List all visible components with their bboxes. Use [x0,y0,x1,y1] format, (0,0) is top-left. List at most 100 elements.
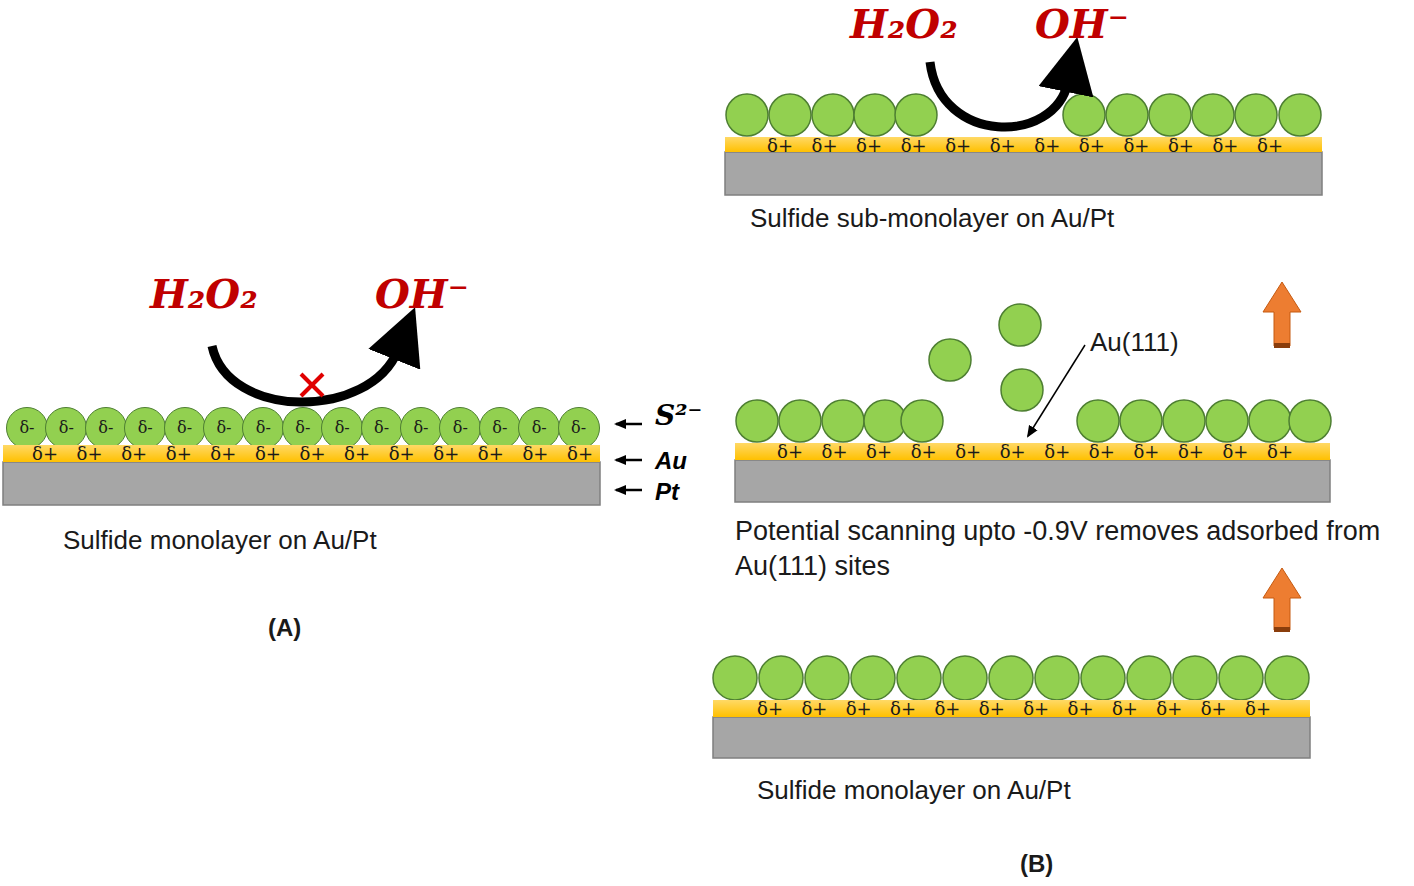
partial-charge-plus: δ+ [344,443,370,465]
sulfide-atom: δ- [518,407,560,449]
partial-charge: δ- [216,418,231,437]
layer-label: S²⁻ [655,398,702,434]
sulfide-atom: δ- [6,407,48,449]
partial-charge-plus: δ+ [77,443,103,465]
partial-charge-plus: δ+ [121,443,147,465]
partial-charge-plus: δ+ [866,441,892,463]
reactant-formula: H₂O₂ [150,268,258,320]
partial-charge-plus: δ+ [757,698,783,720]
partial-charge-plus: δ+ [1212,135,1238,157]
layer-label: Pt [655,476,679,507]
process-note: Potential scanning upto -0.9V removes ad… [735,514,1414,584]
partial-charge-plus: δ+ [812,135,838,157]
partial-charge-plus: δ+ [1123,135,1149,157]
partial-charge: δ- [98,418,113,437]
partial-charge-plus: δ+ [955,441,981,463]
partial-charge-plus: δ+ [1044,441,1070,463]
sulfide-atom: δ- [558,407,600,449]
site-label: Au(111) [1090,326,1179,360]
partial-charge-plus: δ+ [1156,698,1182,720]
gold-layer: δ+δ+δ+δ+δ+δ+δ+δ+δ+δ+δ+δ+ [735,443,1330,460]
sulfide-atoms [713,94,1331,700]
partial-charge-plus: δ+ [1112,698,1138,720]
panel-caption: Sulfide monolayer on Au/Pt [757,774,1071,808]
product-formula: OH⁻ [1035,0,1129,50]
partial-charge-plus: δ+ [846,698,872,720]
partial-charge-plus: δ+ [1079,135,1105,157]
pt-substrate [3,152,1330,758]
partial-charge-plus: δ+ [389,443,415,465]
panel-caption: Sulfide sub-monolayer on Au/Pt [750,202,1114,236]
partial-charge-plus: δ+ [1257,135,1283,157]
partial-charge-plus: δ+ [1222,441,1248,463]
gold-layer: δ+δ+δ+δ+δ+δ+δ+δ+δ+δ+δ+δ+ [725,137,1322,152]
partial-charge: δ- [138,418,153,437]
sulfide-atom: δ- [400,407,442,449]
partial-charge-plus: δ+ [856,135,882,157]
sulfide-atom: δ- [242,407,284,449]
partial-charge-plus: δ+ [1000,441,1026,463]
sulfide-atom: δ- [282,407,324,449]
partial-charge-plus: δ+ [1168,135,1194,157]
partial-charge-plus: δ+ [911,441,937,463]
sulfide-atom: δ- [321,407,363,449]
partial-charge-plus: δ+ [478,443,504,465]
gold-layer: δ+δ+δ+δ+δ+δ+δ+δ+δ+δ+δ+δ+δ+ [3,445,600,462]
partial-charge-plus: δ+ [890,698,916,720]
partial-charge: δ- [177,418,192,437]
sulfide-atom: δ- [439,407,481,449]
partial-charge-plus: δ+ [1068,698,1094,720]
partial-charge-plus: δ+ [1034,135,1060,157]
partial-charge: δ- [19,418,34,437]
partial-charge-plus: δ+ [767,135,793,157]
leader-line [1028,345,1085,436]
partial-charge: δ- [413,418,428,437]
partial-charge-plus: δ+ [32,443,58,465]
sulfide-atom: δ- [85,407,127,449]
partial-charge-plus: δ+ [255,443,281,465]
panel-letter: (A) [268,612,301,643]
partial-charge-plus: δ+ [433,443,459,465]
partial-charge-plus: δ+ [166,443,192,465]
partial-charge-plus: δ+ [934,698,960,720]
partial-charge: δ- [492,418,507,437]
partial-charge-plus: δ+ [1089,441,1115,463]
partial-charge-plus: δ+ [210,443,236,465]
panel-letter: (B) [1020,848,1053,879]
partial-charge-plus: δ+ [990,135,1016,157]
sulfide-atom: δ- [479,407,521,449]
pointer-arrow [616,424,642,490]
sulfide-atom: δ- [164,407,206,449]
partial-charge: δ- [256,418,271,437]
partial-charge-plus: δ+ [1201,698,1227,720]
partial-charge: δ- [59,418,74,437]
sulfide-atom: δ- [361,407,403,449]
partial-charge: δ- [532,418,547,437]
partial-charge-plus: δ+ [801,698,827,720]
sulfide-atom: δ- [203,407,245,449]
partial-charge: δ- [453,418,468,437]
partial-charge-plus: δ+ [567,443,593,465]
gold-layer: δ+δ+δ+δ+δ+δ+δ+δ+δ+δ+δ+δ+ [713,700,1310,717]
partial-charge-plus: δ+ [777,441,803,463]
reactant-formula: H₂O₂ [850,0,958,50]
partial-charge-plus: δ+ [522,443,548,465]
reaction-arrow [930,62,1068,127]
partial-charge-plus: δ+ [1023,698,1049,720]
partial-charge: δ- [374,418,389,437]
partial-charge-plus: δ+ [1178,441,1204,463]
partial-charge: δ- [571,418,586,437]
blocked-cross [301,374,323,396]
product-formula: OH⁻ [375,268,469,320]
partial-charge-plus: δ+ [901,135,927,157]
partial-charge-plus: δ+ [1245,698,1271,720]
layer-label: Au [655,445,687,476]
partial-charge: δ- [335,418,350,437]
partial-charge: δ- [295,418,310,437]
sulfide-atom: δ- [124,407,166,449]
partial-charge-plus: δ+ [822,441,848,463]
partial-charge-plus: δ+ [1267,441,1293,463]
partial-charge-plus: δ+ [945,135,971,157]
reaction-arrow [212,346,398,402]
